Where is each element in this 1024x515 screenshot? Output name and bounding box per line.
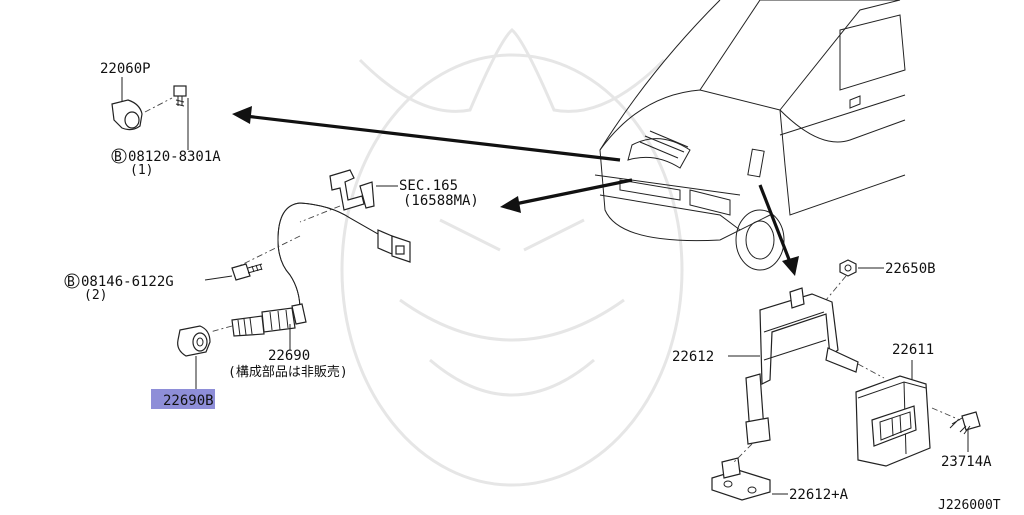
qty-08120: (1) [130,163,153,178]
ecm-bracket-group: 22650B 22612 22612+A 22611 [672,259,992,503]
vehicle [594,0,906,271]
bracket-22612-icon[interactable] [759,293,839,385]
bolt-08120-icon[interactable] [173,85,187,107]
diagram-code: J226000T [938,498,1001,511]
label-sec165-ref: (16588MA) [403,193,479,209]
label-22611[interactable]: 22611 [892,342,934,358]
label-22690[interactable]: 22690 [268,348,310,364]
label-08120-8301A[interactable]: 08120-8301A [128,149,221,165]
oxygen-sensor-group: SEC.165 (16588MA) 22690 (構成部品は非販売) [209,169,479,380]
svg-text:B: B [67,275,75,290]
bolt-08146-icon[interactable] [231,263,263,281]
label-22690B[interactable]: 22690B [163,393,214,409]
arrows [232,106,799,276]
qty-08146: (2) [84,288,107,303]
label-22650B[interactable]: 22650B [885,261,936,277]
screw-23714A-icon[interactable] [949,411,981,435]
nut-22650B-icon[interactable] [839,259,857,277]
bolt-b-circle-icon [64,273,80,289]
watermark [340,28,684,487]
bolt-08146-group: B 08146-6122G (2) [64,263,263,303]
bracket-22612A-icon[interactable] [711,469,771,501]
label-22060P[interactable]: 22060P [100,61,151,77]
note-22690: (構成部品は非販売) [228,364,348,380]
label-22612+A[interactable]: 22612+A [789,487,849,503]
sensor-bracket-icon[interactable] [329,169,365,211]
svg-text:B: B [114,150,122,165]
sensor-nut-group: 22690B [151,325,215,409]
label-sec165[interactable]: SEC.165 [399,178,458,194]
label-08146-6122G[interactable]: 08146-6122G [81,274,174,290]
label-23714A[interactable]: 23714A [941,454,992,470]
label-22690B-highlight [151,389,215,409]
bolt-b-circle-icon [111,148,127,164]
knock-sensor-group: 22060P B 08120-8301A (1) [100,61,221,178]
label-22612[interactable]: 22612 [672,349,714,365]
